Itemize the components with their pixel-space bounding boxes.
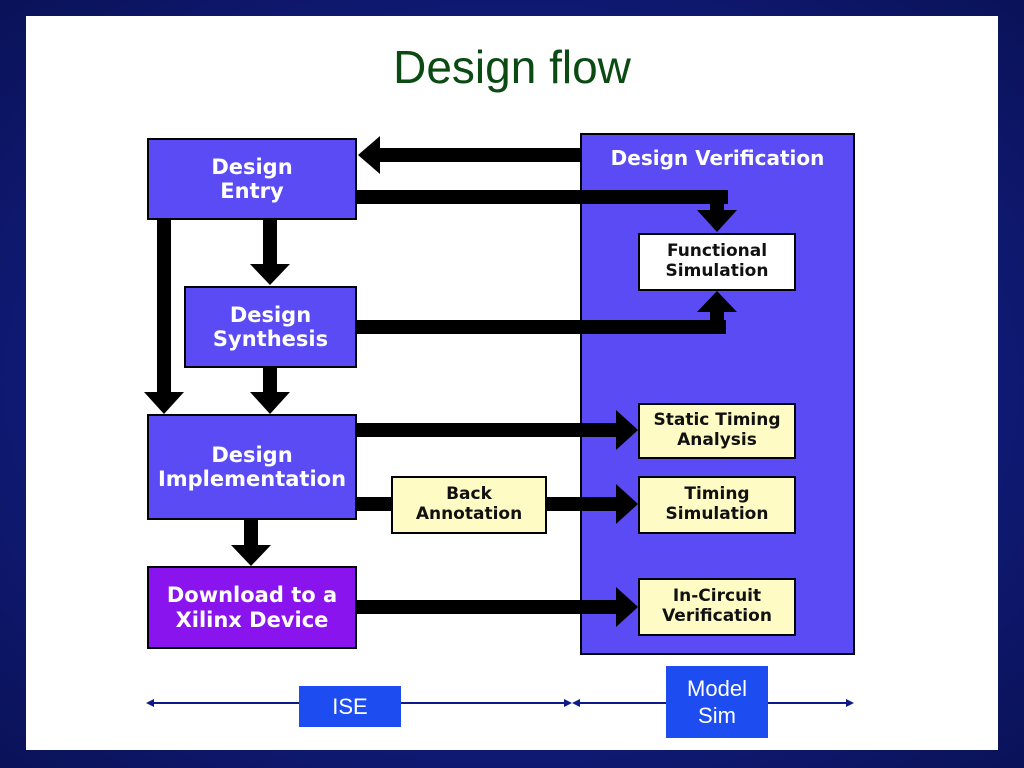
back-annotation-label: Back Annotation	[415, 484, 523, 524]
modelsim-tool-label: Model Sim	[666, 666, 768, 738]
ise-span-right-head	[564, 699, 572, 707]
arrow-entry-to-synthesis-head	[250, 264, 290, 285]
arrow-implementation-to-static-timing-head	[616, 410, 638, 450]
arrow-entry-to-functional-v	[710, 190, 724, 212]
download-box: Download to a Xilinx Device	[147, 566, 357, 649]
arrow-verify-to-entry	[378, 148, 580, 162]
arrow-synthesis-to-functional-h	[356, 320, 726, 334]
arrow-entry-to-functional-head	[697, 210, 737, 232]
back-annotation-box: Back Annotation	[391, 476, 547, 534]
design-verification-title: Design Verification	[610, 146, 825, 170]
ise-span-left-head	[146, 699, 154, 707]
ise-tool-label: ISE	[299, 686, 401, 727]
functional-simulation-box: Functional Simulation	[638, 233, 796, 291]
arrow-download-to-in-circuit	[356, 600, 618, 614]
modelsim-span-right-head	[846, 699, 854, 707]
design-implementation-label: Design Implementation	[157, 442, 347, 491]
arrow-implementation-to-download-head	[231, 545, 271, 566]
functional-simulation-label: Functional Simulation	[665, 241, 769, 281]
timing-simulation-box: Timing Simulation	[638, 476, 796, 534]
arrow-implementation-to-static-timing	[356, 423, 618, 437]
design-implementation-box: Design Implementation	[147, 414, 357, 520]
arrow-entry-to-synthesis	[263, 219, 277, 265]
arrow-back-annotation-to-timing-sim-head	[616, 484, 638, 524]
in-circuit-verification-label: In-Circuit Verification	[662, 586, 772, 626]
arrow-back-annotation-to-timing-sim	[546, 497, 618, 511]
modelsim-span-left-head	[572, 699, 580, 707]
design-entry-label: Design Entry	[211, 154, 293, 203]
static-timing-analysis-label: Static Timing Analysis	[653, 410, 781, 450]
arrow-entry-to-functional-h	[356, 190, 728, 204]
design-synthesis-box: Design Synthesis	[184, 286, 357, 368]
arrow-entry-to-implementation	[157, 219, 171, 393]
arrow-synthesis-to-functional-v	[710, 310, 724, 334]
design-synthesis-label: Design Synthesis	[212, 302, 329, 351]
slide-title: Design flow	[393, 41, 631, 93]
arrow-entry-to-implementation-head	[144, 392, 184, 414]
timing-simulation-label: Timing Simulation	[665, 484, 769, 524]
arrow-synthesis-to-implementation	[263, 367, 277, 393]
design-entry-box: Design Entry	[147, 138, 357, 220]
download-label: Download to a Xilinx Device	[166, 583, 338, 632]
arrow-implementation-to-back-annotation	[356, 497, 392, 511]
arrow-download-to-in-circuit-head	[616, 587, 638, 627]
arrow-synthesis-to-functional-head	[697, 291, 737, 312]
ise-tool-text: ISE	[332, 693, 368, 719]
arrow-synthesis-to-implementation-head	[250, 392, 290, 414]
modelsim-tool-text: Model Sim	[687, 675, 747, 729]
arrow-verify-to-entry-head	[358, 136, 380, 174]
in-circuit-verification-box: In-Circuit Verification	[638, 578, 796, 636]
static-timing-analysis-box: Static Timing Analysis	[638, 403, 796, 459]
arrow-implementation-to-download	[244, 519, 258, 547]
